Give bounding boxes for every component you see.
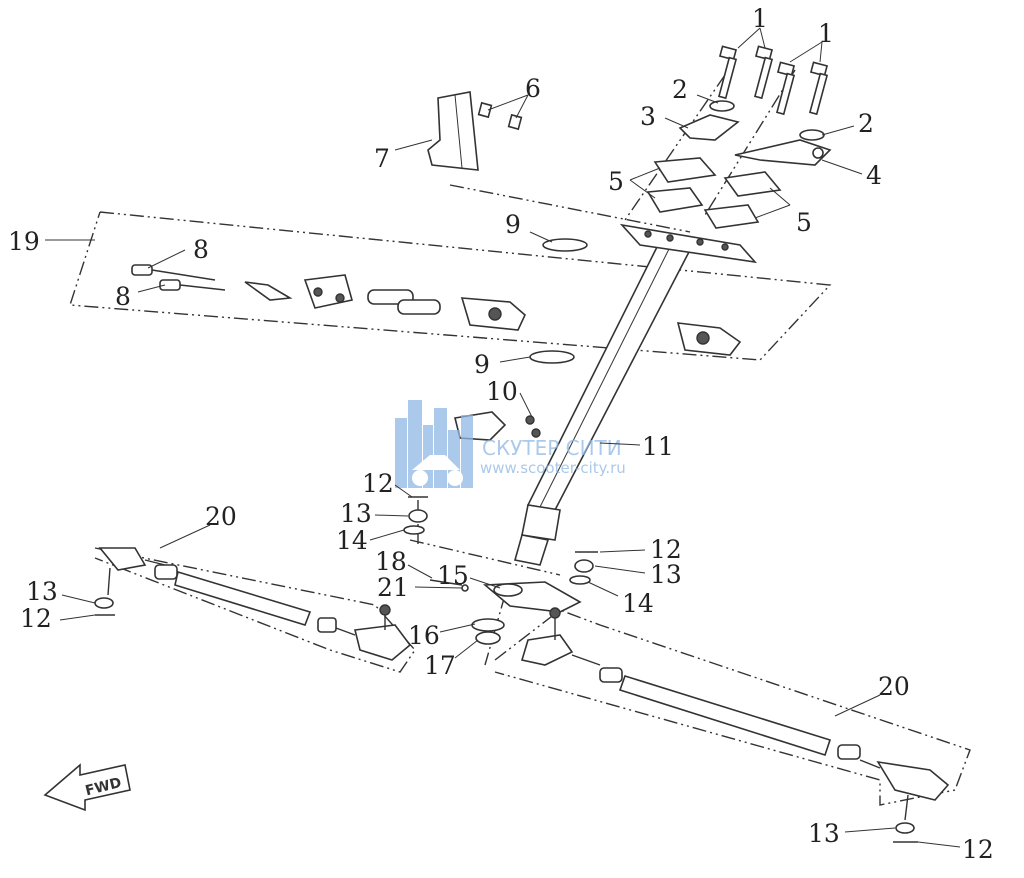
lower-axis-line bbox=[409, 539, 561, 576]
leader-lines bbox=[45, 27, 961, 848]
tie-rod-right bbox=[520, 607, 950, 843]
group-20-right-outline bbox=[494, 609, 971, 806]
callout-11: 11 bbox=[642, 432, 674, 461]
washer-2-left bbox=[709, 100, 735, 112]
pitman-arm-15 bbox=[482, 581, 582, 613]
callout-13b: 13 bbox=[650, 560, 682, 589]
callout-21: 21 bbox=[377, 573, 409, 602]
watermark-brand: СКУТЕР СИТИ bbox=[482, 436, 622, 460]
nut-17 bbox=[475, 631, 501, 645]
clamp-halves-5 bbox=[646, 157, 782, 229]
group-20-left-outline bbox=[94, 547, 416, 673]
callout-17: 17 bbox=[424, 651, 456, 680]
bolt-axis-right bbox=[704, 69, 796, 216]
top-axis-line bbox=[449, 184, 691, 233]
callout-9b: 9 bbox=[474, 350, 490, 379]
washer-9-lower bbox=[529, 350, 575, 364]
bracket-4 bbox=[734, 139, 832, 166]
tie-rod-left bbox=[94, 547, 412, 661]
callout-7: 7 bbox=[374, 144, 390, 173]
callout-2a: 2 bbox=[672, 75, 688, 104]
callout-16: 16 bbox=[408, 621, 440, 650]
washer-9-upper bbox=[542, 238, 588, 252]
callout-18: 18 bbox=[375, 547, 407, 576]
pin-18 bbox=[429, 579, 463, 586]
callout-8b: 8 bbox=[115, 282, 131, 311]
callout-8a: 8 bbox=[193, 235, 209, 264]
watermark-url: www.scooter-city.ru bbox=[480, 459, 626, 477]
steering-column bbox=[513, 244, 692, 566]
callout-12a: 12 bbox=[362, 469, 394, 498]
watermark-city-logo bbox=[395, 400, 473, 488]
nut-washer-stack-right bbox=[569, 551, 598, 585]
callout-labels: 1 1 2 2 3 4 5 5 6 7 8 8 9 9 10 11 12 12 … bbox=[8, 4, 994, 864]
callout-12b: 12 bbox=[650, 535, 682, 564]
callout-6: 6 bbox=[525, 74, 541, 103]
callout-13a: 13 bbox=[340, 499, 372, 528]
bracket-7 bbox=[427, 91, 479, 171]
forward-direction-arrow: FWD bbox=[43, 763, 131, 812]
callout-10: 10 bbox=[486, 377, 518, 406]
callout-12d: 12 bbox=[962, 835, 994, 864]
callout-14a: 14 bbox=[336, 526, 368, 555]
column-clamp-plate bbox=[619, 223, 758, 264]
callout-20a: 20 bbox=[205, 502, 237, 531]
callout-4: 4 bbox=[866, 161, 882, 190]
washer-2-right bbox=[799, 129, 825, 141]
bolts-6 bbox=[477, 101, 523, 131]
bracket-3 bbox=[678, 114, 740, 141]
callout-14b: 14 bbox=[622, 589, 654, 618]
bolt-group-1-right bbox=[775, 61, 829, 116]
callout-1b: 1 bbox=[818, 19, 834, 48]
callout-5b: 5 bbox=[796, 208, 812, 237]
washer-16 bbox=[471, 618, 505, 632]
bolt-group-1-left bbox=[717, 45, 774, 100]
callout-19: 19 bbox=[8, 227, 40, 256]
callout-9a: 9 bbox=[505, 210, 521, 239]
callout-5a: 5 bbox=[608, 167, 624, 196]
callout-3: 3 bbox=[640, 102, 656, 131]
callout-1a: 1 bbox=[752, 4, 768, 33]
group-19-outline bbox=[69, 211, 832, 361]
callout-15: 15 bbox=[437, 561, 469, 590]
callout-2b: 2 bbox=[858, 109, 874, 138]
watermark: СКУТЕР СИТИ www.scooter-city.ru bbox=[395, 400, 626, 488]
linkage-assembly-19 bbox=[131, 264, 742, 356]
callout-20b: 20 bbox=[878, 672, 910, 701]
callout-13d: 13 bbox=[808, 819, 840, 848]
callout-13c: 13 bbox=[26, 577, 58, 606]
callout-12c: 12 bbox=[20, 604, 52, 633]
